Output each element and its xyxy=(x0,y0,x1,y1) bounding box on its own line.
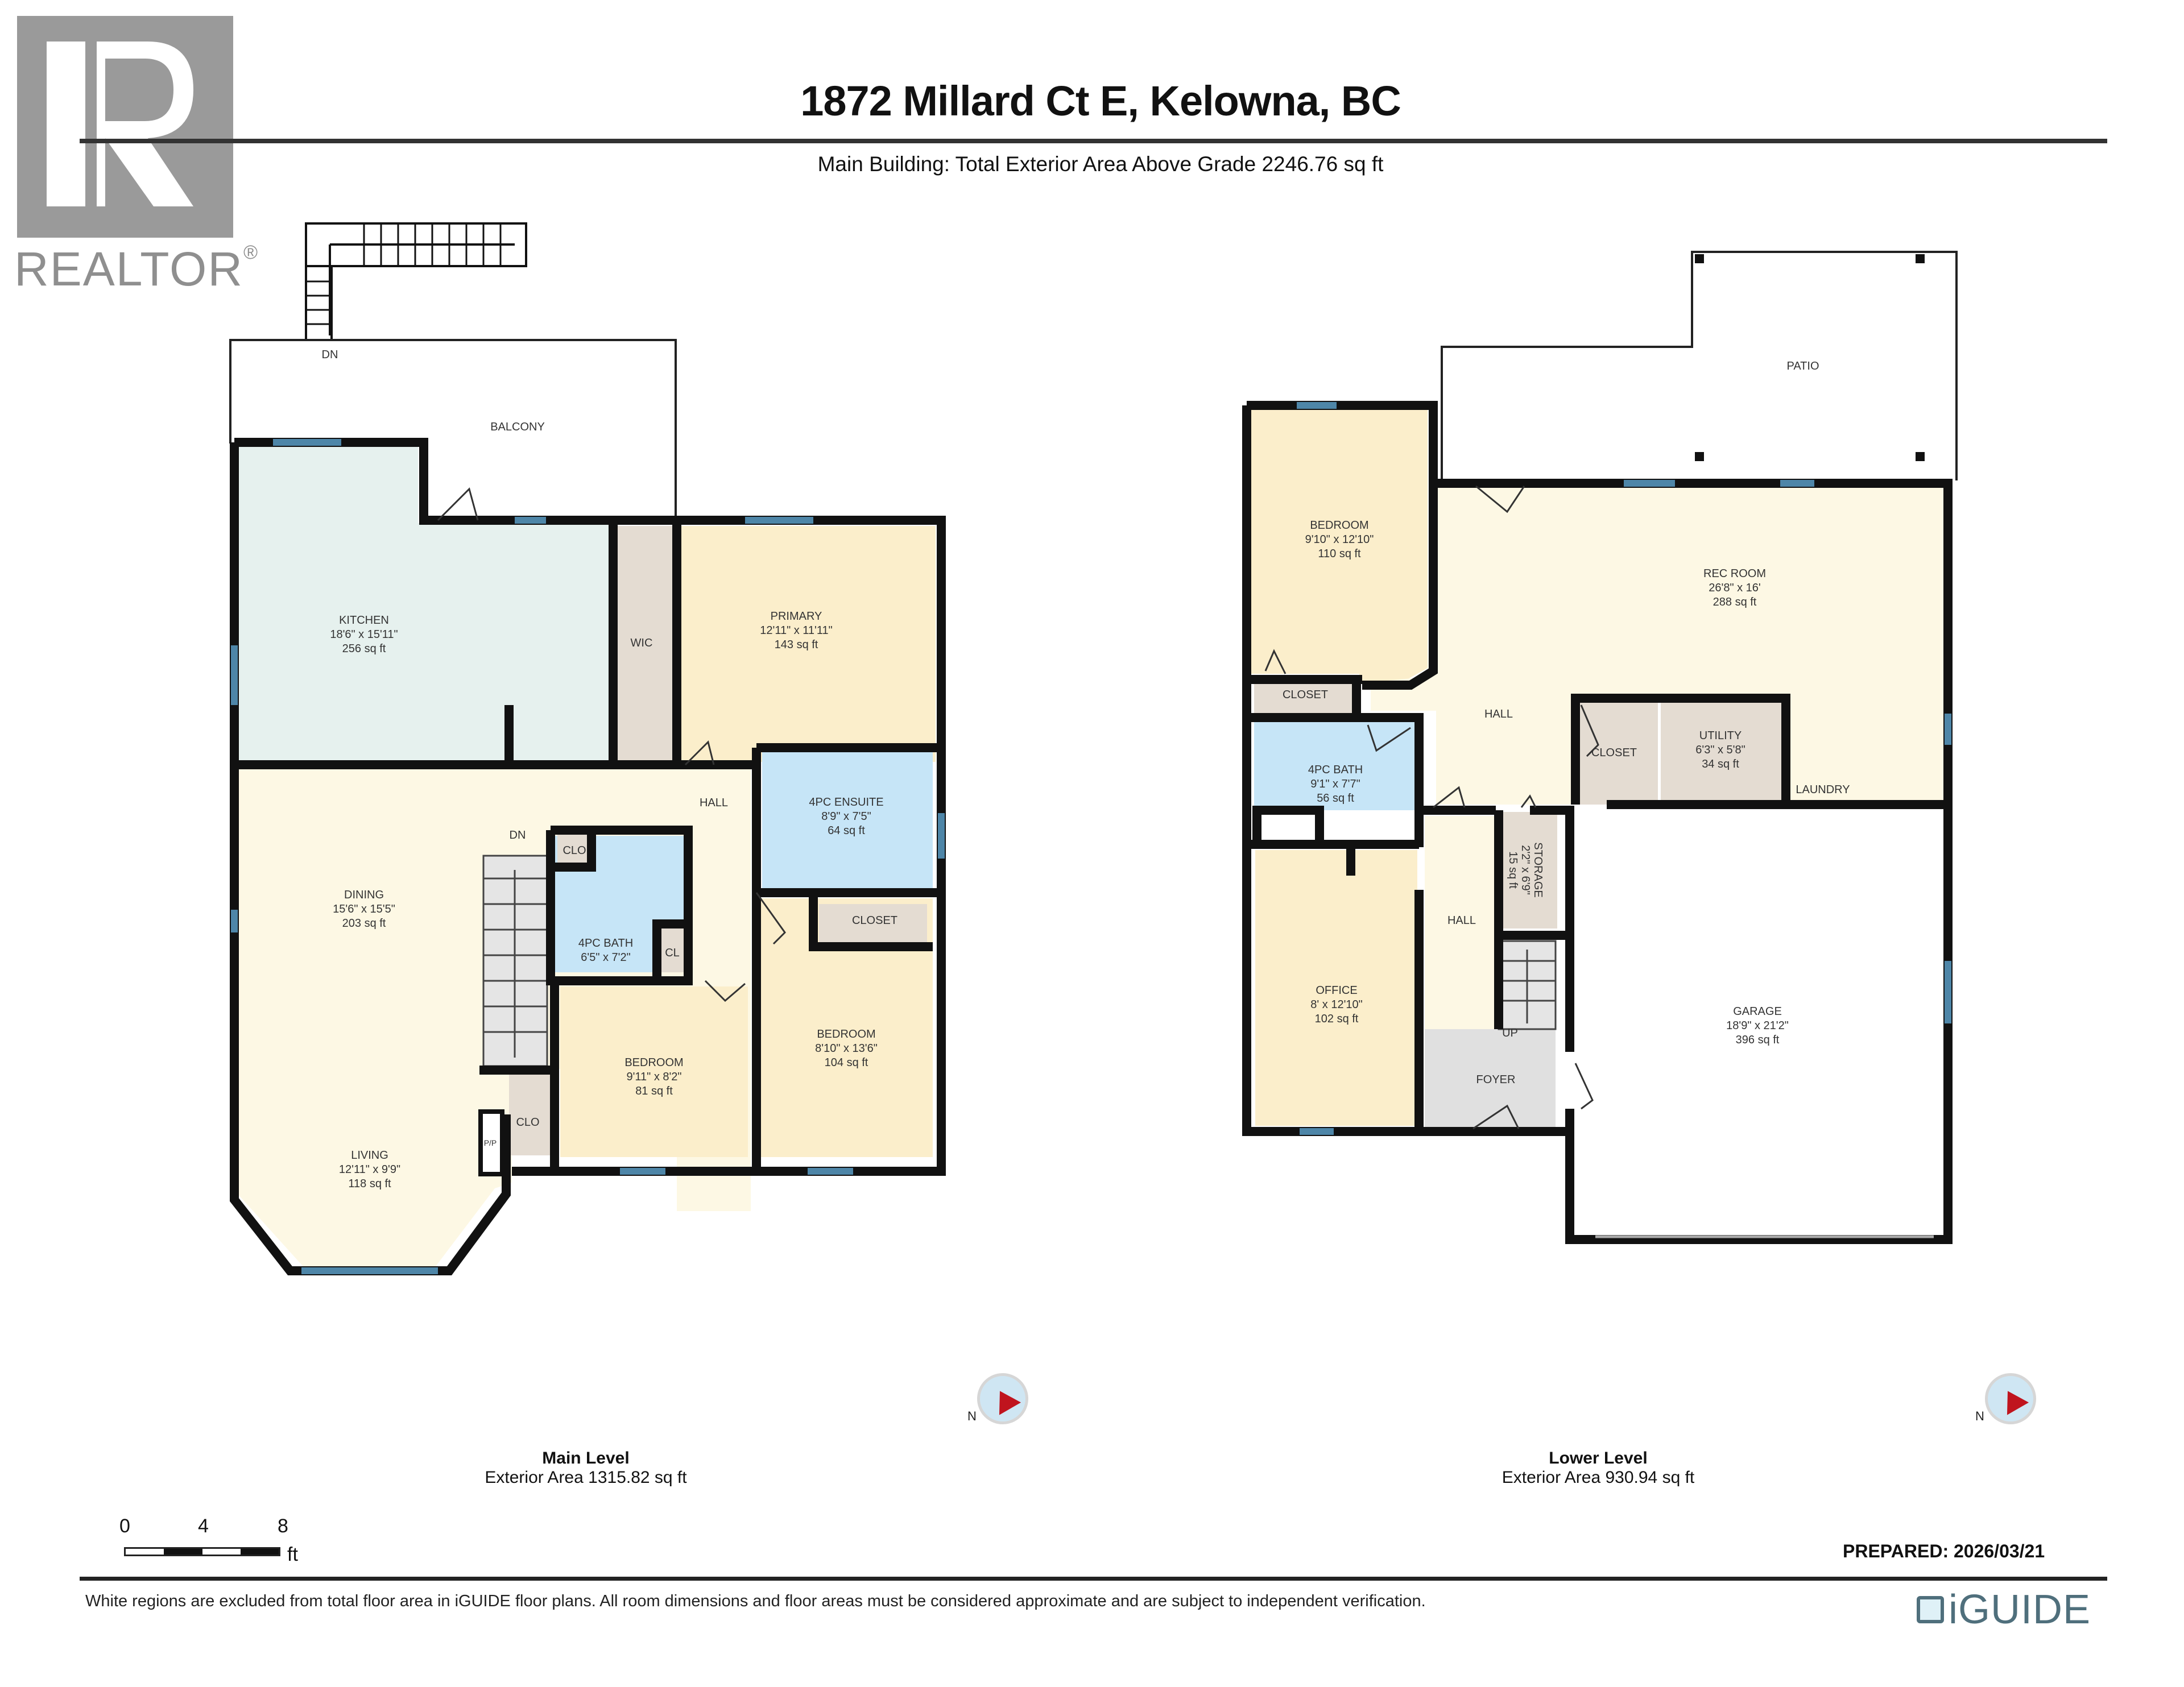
svg-text:BEDROOM: BEDROOM xyxy=(624,1056,683,1069)
page-title: 1872 Millard Ct E, Kelowna, BC xyxy=(800,77,1401,125)
svg-text:256 sq ft: 256 sq ft xyxy=(342,643,386,655)
svg-text:P/P: P/P xyxy=(484,1138,497,1147)
svg-text:HALL: HALL xyxy=(700,797,728,809)
svg-text:34 sq ft: 34 sq ft xyxy=(1702,758,1739,770)
exterior-stairs xyxy=(305,222,527,341)
svg-text:BEDROOM: BEDROOM xyxy=(1310,519,1368,532)
footer-divider xyxy=(80,1577,2107,1581)
svg-text:DN: DN xyxy=(510,829,526,842)
svg-text:BALCONY: BALCONY xyxy=(490,421,545,433)
svg-text:CLOSET: CLOSET xyxy=(1283,689,1328,701)
svg-text:6'5" x 7'2": 6'5" x 7'2" xyxy=(581,951,630,964)
svg-text:6'3" x 5'8": 6'3" x 5'8" xyxy=(1695,744,1745,756)
compass-needle-icon xyxy=(1996,1385,2029,1415)
svg-text:CLO: CLO xyxy=(516,1116,539,1129)
svg-text:110 sq ft: 110 sq ft xyxy=(1318,548,1361,560)
svg-text:LIVING: LIVING xyxy=(351,1149,388,1162)
north-compass-icon: N xyxy=(967,1373,1028,1424)
svg-text:18'6" x 15'11": 18'6" x 15'11" xyxy=(330,628,398,641)
svg-text:STORAGE: STORAGE xyxy=(1532,842,1544,897)
scale-bar: 0 4 8 ft xyxy=(119,1515,298,1565)
svg-text:8'9" x 7'5": 8'9" x 7'5" xyxy=(821,810,871,823)
disclaimer-note: White regions are excluded from total fl… xyxy=(85,1592,1426,1610)
svg-text:12'11" x 9'9": 12'11" x 9'9" xyxy=(339,1163,400,1176)
main-level-area: Exterior Area 1315.82 sq ft xyxy=(485,1468,687,1487)
lower-level-plan: BEDROOM 9'10" x 12'10" 110 sq ft REC ROO… xyxy=(1242,251,1958,1244)
svg-text:288 sq ft: 288 sq ft xyxy=(1713,596,1757,608)
main-level-caption: Main Level Exterior Area 1315.82 sq ft xyxy=(415,1449,756,1487)
svg-text:18'9" x 21'2": 18'9" x 21'2" xyxy=(1726,1019,1789,1032)
svg-text:CL: CL xyxy=(665,947,680,959)
svg-text:UTILITY: UTILITY xyxy=(1699,729,1742,742)
main-level-plan: KITCHEN 18'6" x 15'11" 256 sq ft PRIMARY… xyxy=(229,222,946,1275)
svg-text:2'2" x 6'9": 2'2" x 6'9" xyxy=(1519,845,1532,894)
svg-text:15 sq ft: 15 sq ft xyxy=(1507,851,1519,889)
svg-text:GARAGE: GARAGE xyxy=(1733,1005,1782,1018)
compass-needle-icon xyxy=(988,1385,1021,1415)
svg-text:HALL: HALL xyxy=(1447,914,1476,927)
iguide-logo: iGUIDE xyxy=(1917,1586,2091,1633)
svg-text:203 sq ft: 203 sq ft xyxy=(342,917,386,930)
svg-text:FOYER: FOYER xyxy=(1476,1073,1516,1086)
svg-text:UP: UP xyxy=(1502,1027,1518,1039)
svg-text:KITCHEN: KITCHEN xyxy=(339,614,389,627)
svg-text:4PC BATH: 4PC BATH xyxy=(1308,764,1363,776)
scale-bar-segments xyxy=(124,1547,280,1556)
total-area-subtitle: Main Building: Total Exterior Area Above… xyxy=(817,152,1384,176)
svg-text:REC ROOM: REC ROOM xyxy=(1703,567,1766,580)
svg-text:104 sq ft: 104 sq ft xyxy=(825,1056,868,1069)
svg-text:CLOSET: CLOSET xyxy=(852,914,897,927)
main-level-name: Main Level xyxy=(542,1449,630,1468)
svg-text:118 sq ft: 118 sq ft xyxy=(348,1178,391,1190)
svg-text:8'10" x 13'6": 8'10" x 13'6" xyxy=(815,1042,878,1055)
realtor-logo-icon xyxy=(17,16,233,238)
svg-text:PATIO: PATIO xyxy=(1786,360,1819,372)
svg-text:WIC: WIC xyxy=(631,637,653,649)
svg-text:CLO: CLO xyxy=(562,844,586,857)
svg-text:396 sq ft: 396 sq ft xyxy=(1736,1034,1780,1046)
svg-text:OFFICE: OFFICE xyxy=(1316,984,1357,997)
svg-text:CLOSET: CLOSET xyxy=(1591,747,1637,759)
svg-text:15'6" x 15'5": 15'6" x 15'5" xyxy=(333,903,395,915)
svg-text:BEDROOM: BEDROOM xyxy=(817,1028,875,1041)
svg-text:LAUNDRY: LAUNDRY xyxy=(1796,784,1850,796)
svg-text:8' x 12'10": 8' x 12'10" xyxy=(1310,998,1362,1011)
svg-text:4PC BATH: 4PC BATH xyxy=(578,937,633,950)
lower-level-caption: Lower Level Exterior Area 930.94 sq ft xyxy=(1428,1449,1769,1487)
svg-text:9'1" x 7'7": 9'1" x 7'7" xyxy=(1310,778,1360,790)
svg-text:56 sq ft: 56 sq ft xyxy=(1317,792,1354,805)
lower-level-area: Exterior Area 930.94 sq ft xyxy=(1502,1468,1695,1487)
svg-text:81 sq ft: 81 sq ft xyxy=(635,1085,673,1097)
svg-text:9'10" x 12'10": 9'10" x 12'10" xyxy=(1305,533,1374,546)
svg-text:DINING: DINING xyxy=(344,889,384,901)
header-divider xyxy=(80,139,2107,143)
svg-text:HALL: HALL xyxy=(1484,708,1513,720)
svg-text:64 sq ft: 64 sq ft xyxy=(828,824,865,837)
realtor-wordmark: REALTOR® xyxy=(14,242,259,296)
lower-level-name: Lower Level xyxy=(1549,1449,1648,1468)
svg-text:102 sq ft: 102 sq ft xyxy=(1315,1013,1359,1025)
prepared-date: PREPARED: 2026/03/21 xyxy=(1843,1541,2045,1561)
svg-text:26'8" x 16': 26'8" x 16' xyxy=(1709,582,1760,594)
svg-text:PRIMARY: PRIMARY xyxy=(771,610,822,623)
svg-text:9'11" x 8'2": 9'11" x 8'2" xyxy=(626,1071,681,1083)
north-compass-icon: N xyxy=(1975,1373,2036,1424)
svg-text:DN: DN xyxy=(322,349,338,361)
svg-text:4PC ENSUITE: 4PC ENSUITE xyxy=(809,796,883,809)
iguide-camera-icon xyxy=(1917,1596,1944,1623)
svg-text:12'11" x 11'11": 12'11" x 11'11" xyxy=(760,624,832,637)
svg-text:143 sq ft: 143 sq ft xyxy=(775,639,818,651)
